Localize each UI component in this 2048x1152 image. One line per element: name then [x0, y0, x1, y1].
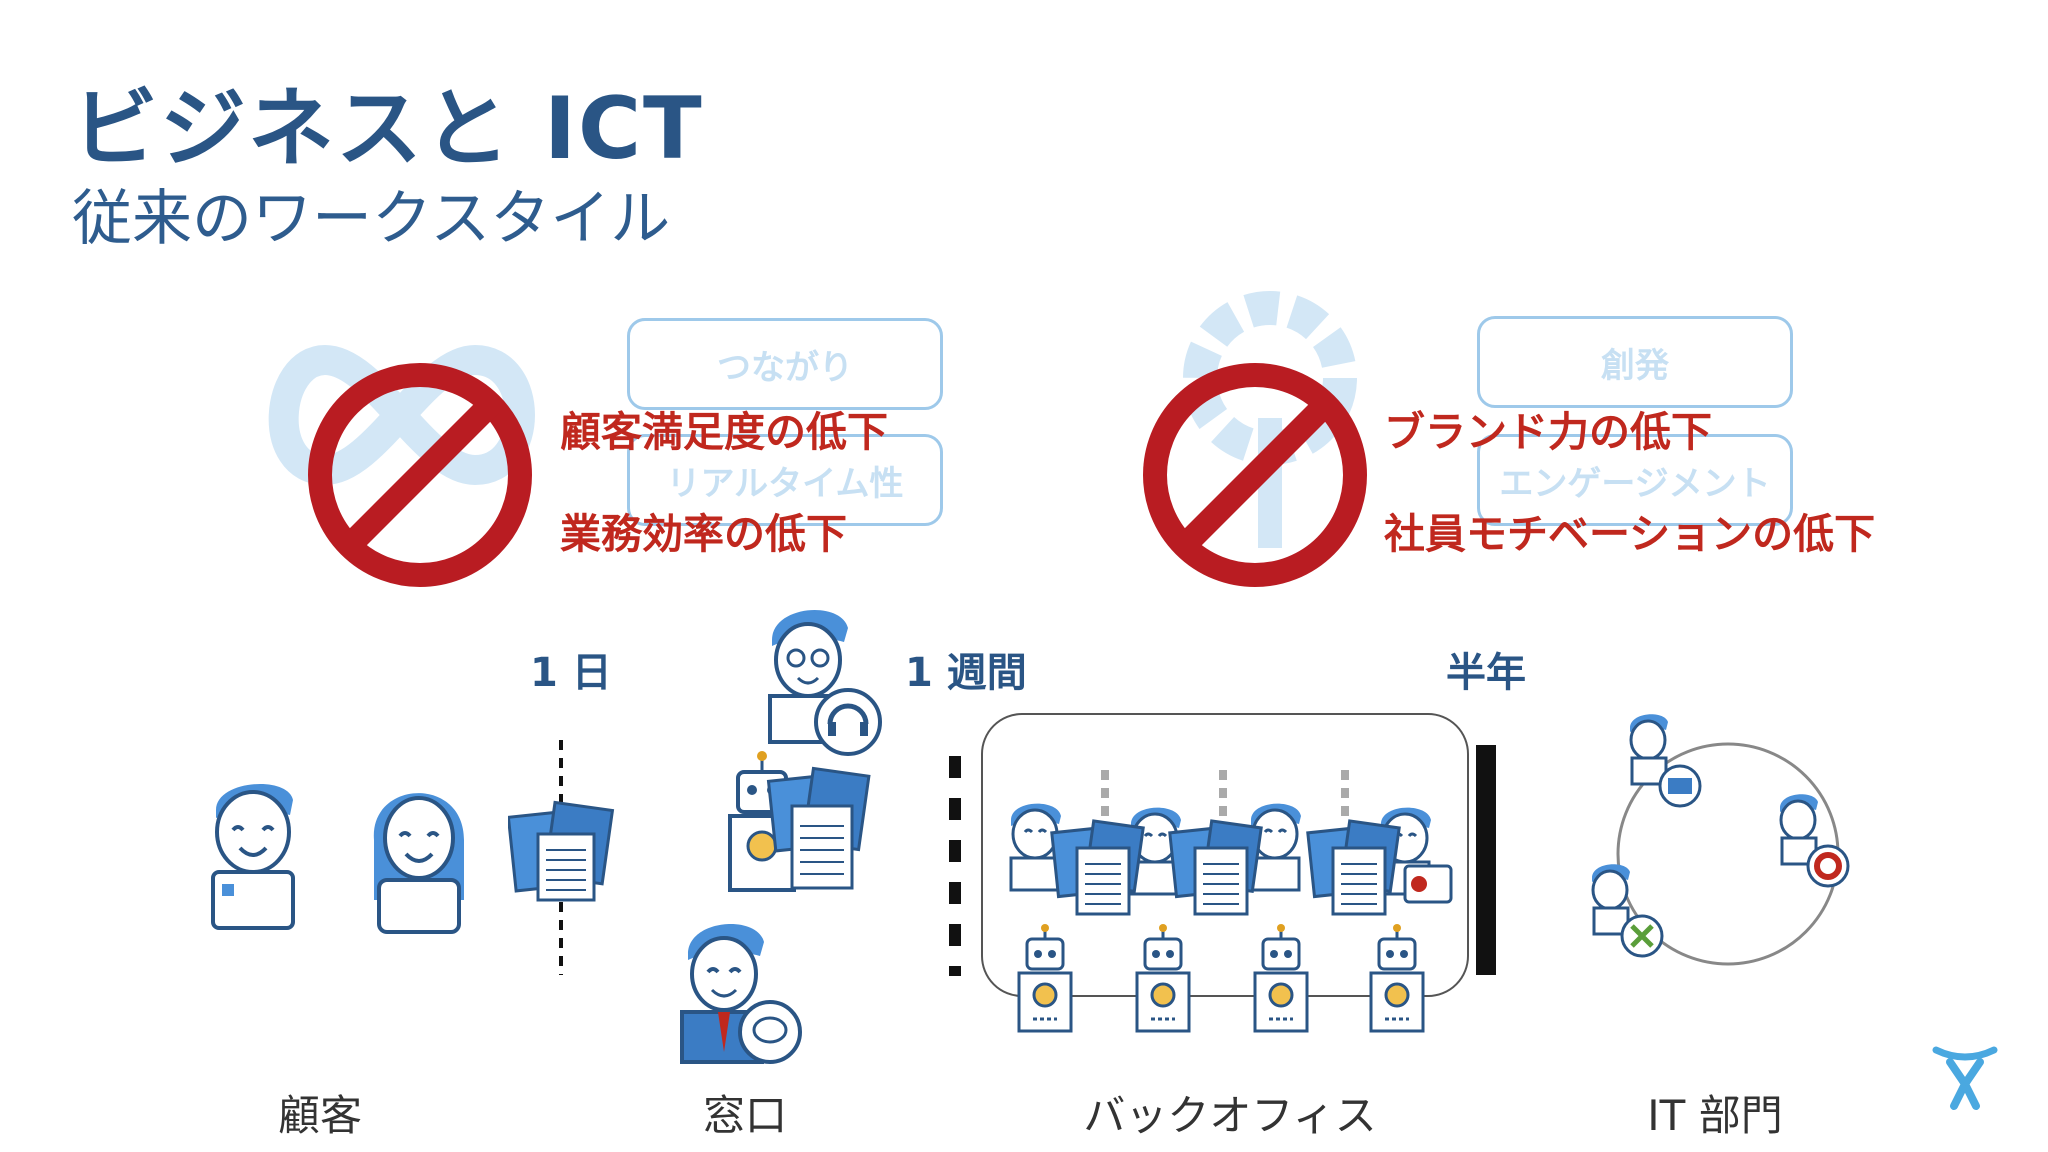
timeline-halfyear: 半年 — [1446, 650, 1526, 696]
timeline-week: 1 週間 — [905, 650, 1027, 696]
customer-man-icon — [211, 783, 295, 930]
support-agent-icon — [768, 609, 882, 756]
robot-with-documents-icon — [728, 751, 871, 892]
page-title: ビジネスと ICT — [72, 79, 704, 179]
customer-woman-icon — [373, 793, 464, 934]
salesperson-icon — [680, 923, 802, 1064]
backoffice-content — [995, 760, 1455, 1040]
issue-efficiency: 業務効率の低下 — [560, 510, 847, 558]
faded-box-creation: 創発 — [1477, 316, 1793, 408]
page-subtitle: 従来のワークスタイル — [72, 184, 671, 254]
issue-customer-satisfaction: 顧客満足度の低下 — [560, 408, 888, 456]
separator-solid — [1476, 745, 1496, 975]
atlassian-logo-icon — [1932, 1046, 1998, 1110]
prohibit-icon — [1143, 363, 1367, 587]
it-member-top — [1629, 714, 1702, 808]
section-label-window: 窓口 — [702, 1091, 787, 1140]
issue-motivation: 社員モチベーションの低下 — [1384, 510, 1876, 558]
issue-brand: ブランド力の低下 — [1384, 408, 1712, 456]
faded-box-engagement: エンゲージメント — [1477, 434, 1793, 526]
prohibit-icon — [308, 363, 532, 587]
section-label-it: IT 部門 — [1647, 1091, 1783, 1140]
timeline-day: 1 日 — [530, 650, 612, 696]
it-member-right — [1779, 794, 1850, 888]
backoffice-workers-icon — [1009, 770, 1453, 1033]
separator-dashed — [949, 756, 961, 976]
section-label-customer: 顧客 — [277, 1091, 362, 1140]
faded-link-icon — [268, 344, 535, 486]
section-label-backoffice: バックオフィス — [1083, 1091, 1377, 1140]
documents-icon — [508, 800, 615, 902]
backoffice-frame — [981, 713, 1469, 997]
it-member-left — [1591, 864, 1664, 958]
it-cycle-icon — [1591, 714, 1850, 966]
faded-box-realtime: リアルタイム性 — [627, 434, 943, 526]
faded-box-connection: つながり — [627, 318, 943, 410]
